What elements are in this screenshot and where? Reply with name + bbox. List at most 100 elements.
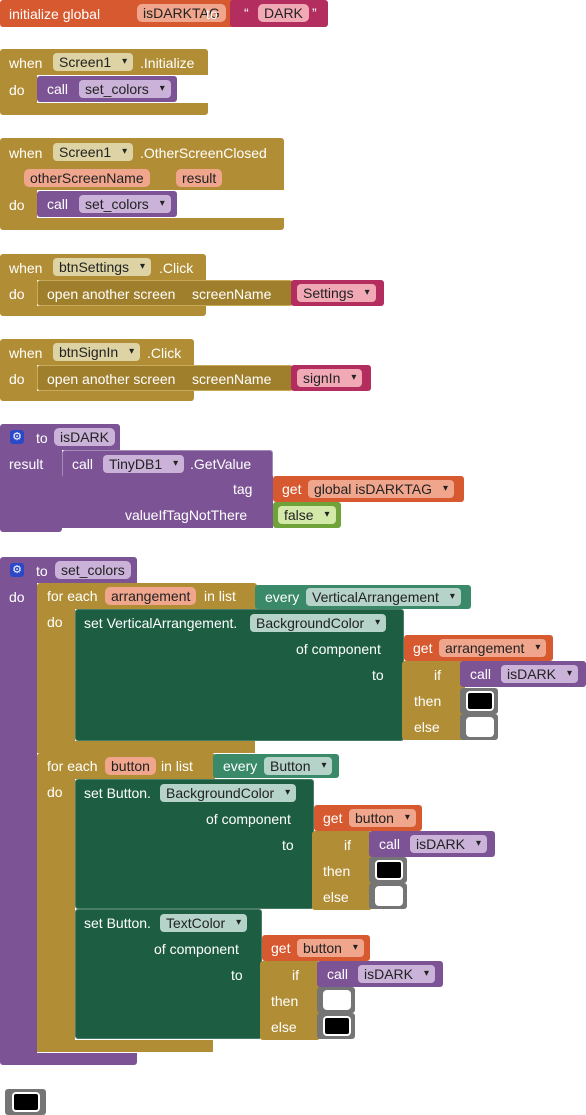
for-each-button-block[interactable]: for each button in list: [37, 753, 215, 779]
if-then-else-block[interactable]: if then else: [312, 831, 372, 910]
get-button-block[interactable]: get button: [262, 935, 370, 961]
color-swatch-white[interactable]: [466, 717, 494, 737]
to-label: to: [282, 837, 294, 853]
every-vertical-arrangement-block[interactable]: every VerticalArrangement: [255, 585, 471, 609]
false-block[interactable]: false: [273, 502, 341, 528]
screen-name-block[interactable]: signIn: [291, 365, 371, 391]
screen-name-dropdown[interactable]: Settings: [297, 284, 376, 302]
property-dropdown[interactable]: BackgroundColor: [250, 614, 387, 632]
for-each-arrangement-block[interactable]: for each arrangement in list: [37, 583, 257, 609]
property-dropdown[interactable]: BackgroundColor: [160, 784, 297, 802]
when-label: when: [9, 260, 43, 276]
text-quote-right: ”: [312, 5, 317, 21]
call-isdark-block[interactable]: call isDARK: [369, 831, 495, 857]
component-type-dropdown[interactable]: VerticalArrangement: [306, 588, 461, 606]
color-swatch-black[interactable]: [12, 1092, 40, 1112]
global-init-block[interactable]: initialize global isDARKTAG to: [0, 0, 237, 27]
set-button-textcolor-block[interactable]: set Button. TextColor of component to: [75, 909, 262, 1039]
procedure-dropdown[interactable]: isDARK: [501, 665, 579, 683]
event-screen1-otherscreenclosed[interactable]: when Screen1 .OtherScreenClosed otherScr…: [0, 138, 284, 190]
every-label: every: [265, 589, 300, 605]
color-black-block[interactable]: [460, 688, 498, 714]
screen-name-label: screenName: [192, 286, 272, 302]
get-arrangement-block[interactable]: get arrangement: [404, 635, 553, 661]
component-dropdown[interactable]: Screen1: [53, 143, 134, 161]
local-var-dropdown[interactable]: arrangement: [439, 639, 547, 657]
text-block[interactable]: “ DARK ”: [230, 0, 328, 27]
open-another-screen-block[interactable]: open another screen screenName: [37, 280, 293, 306]
procedure-dropdown[interactable]: set_colors: [79, 80, 171, 98]
get-button-block[interactable]: get button: [314, 805, 422, 831]
color-swatch-black[interactable]: [466, 691, 494, 711]
component-type-dropdown[interactable]: Button: [264, 757, 333, 775]
get-label: get: [282, 481, 302, 497]
screen-name-block[interactable]: Settings: [291, 280, 384, 306]
color-white-block[interactable]: [317, 987, 355, 1013]
else-label: else: [271, 1019, 297, 1035]
color-swatch-white[interactable]: [323, 990, 351, 1010]
call-isdark-block[interactable]: call isDARK: [460, 661, 586, 687]
event-btnsettings-click[interactable]: when btnSettings .Click: [0, 254, 206, 280]
procedure-dropdown[interactable]: isDARK: [358, 965, 436, 983]
color-swatch-black[interactable]: [375, 860, 403, 880]
call-set-colors-block[interactable]: call set_colors: [37, 191, 177, 217]
global-var-dropdown[interactable]: global isDARKTAG: [308, 480, 455, 498]
gear-icon[interactable]: ⚙: [10, 430, 24, 444]
color-swatch-white[interactable]: [375, 886, 403, 906]
text-value[interactable]: DARK: [258, 4, 309, 22]
if-then-else-block[interactable]: if then else: [402, 661, 465, 740]
in-list-label: in list: [161, 758, 193, 774]
stray-color-black-block[interactable]: [5, 1089, 46, 1115]
param-other-screen-name[interactable]: otherScreenName: [24, 169, 150, 187]
do-label: do: [47, 614, 63, 630]
color-black-block[interactable]: [369, 857, 407, 883]
loop-var-button[interactable]: button: [105, 757, 156, 775]
to-label: to: [36, 563, 48, 579]
every-button-block[interactable]: every Button: [213, 754, 339, 778]
if-then-else-block[interactable]: if then else: [260, 961, 320, 1040]
event-footer: [0, 306, 206, 316]
get-global-block[interactable]: get global isDARKTAG: [273, 476, 464, 502]
get-label: get: [323, 810, 343, 826]
procedure-isdark-header[interactable]: ⚙ to isDARK: [0, 424, 120, 450]
color-white-block[interactable]: [369, 883, 407, 909]
component-dropdown[interactable]: btnSettings: [53, 258, 152, 276]
color-swatch-black[interactable]: [323, 1016, 351, 1036]
procedure-name[interactable]: isDARK: [54, 428, 116, 446]
loop-var-arrangement[interactable]: arrangement: [105, 587, 197, 605]
when-label: when: [9, 55, 43, 71]
screen-name-dropdown[interactable]: signIn: [297, 369, 363, 387]
set-button-bgcolor-block[interactable]: set Button. BackgroundColor of component…: [75, 779, 314, 909]
then-label: then: [323, 863, 351, 879]
component-dropdown[interactable]: Screen1: [53, 53, 134, 71]
do-label: do: [47, 784, 63, 800]
procedure-set-colors-header[interactable]: ⚙ to set_colors: [0, 557, 137, 583]
event-screen1-initialize[interactable]: when Screen1 .Initialize: [0, 49, 208, 75]
local-var-dropdown[interactable]: button: [297, 939, 364, 957]
for-each-footer: [37, 741, 255, 753]
local-var-dropdown[interactable]: button: [349, 809, 416, 827]
call-isdark-block[interactable]: call isDARK: [317, 961, 443, 987]
tag-label: tag: [233, 481, 253, 497]
event-body-rail: [0, 365, 37, 393]
component-dropdown[interactable]: btnSignIn: [53, 343, 141, 361]
tinydb-component-dropdown[interactable]: TinyDB1: [103, 455, 185, 473]
procedure-dropdown[interactable]: isDARK: [410, 835, 488, 853]
setter-label: set Button.: [84, 785, 151, 801]
procedure-dropdown[interactable]: set_colors: [79, 195, 171, 213]
procedure-set-colors-footer: [0, 1053, 137, 1065]
call-set-colors-block[interactable]: call set_colors: [37, 76, 177, 102]
param-result[interactable]: result: [176, 169, 223, 187]
property-dropdown[interactable]: TextColor: [160, 914, 248, 932]
color-white-block[interactable]: [460, 714, 498, 740]
text-quote-left: “: [244, 5, 249, 21]
color-black-block[interactable]: [317, 1013, 355, 1039]
gear-icon[interactable]: ⚙: [10, 563, 24, 577]
event-btnsignin-click[interactable]: when btnSignIn .Click: [0, 339, 194, 365]
procedure-name[interactable]: set_colors: [55, 561, 131, 579]
open-another-screen-block[interactable]: open another screen screenName: [37, 365, 293, 391]
global-var-name[interactable]: isDARKTAG: [137, 4, 226, 22]
boolean-dropdown[interactable]: false: [278, 506, 336, 524]
set-vertical-arrangement-bgcolor-block[interactable]: set VerticalArrangement. BackgroundColor…: [75, 609, 404, 741]
if-label: if: [292, 967, 299, 983]
